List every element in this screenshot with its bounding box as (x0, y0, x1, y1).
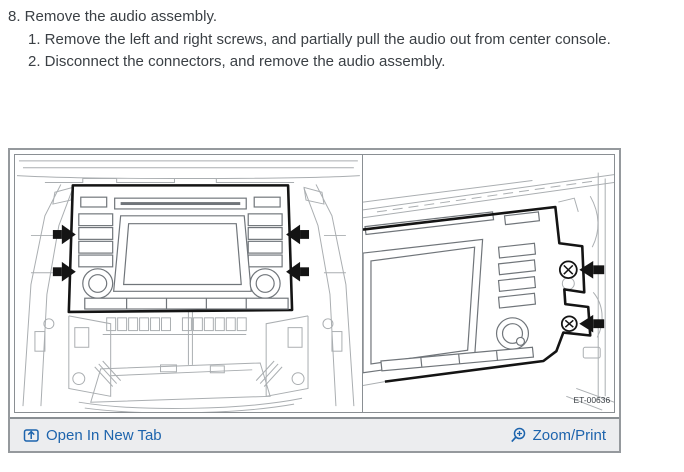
open-in-new-tab-icon (23, 429, 39, 442)
instructions-block: 8. Remove the audio assembly. 1. Remove … (8, 6, 611, 73)
audio-unit-front (67, 184, 294, 314)
zoom-print-link[interactable]: Zoom/Print (510, 427, 606, 444)
figure-widget: ET-00636 Open In New Tab Zoom/Print (8, 148, 621, 453)
diagram-side-view: ET-00636 (362, 172, 614, 411)
figure-id-label: ET-00636 (573, 395, 610, 405)
cd-slot (120, 202, 241, 206)
audio-unit-side (362, 211, 540, 374)
substep-2: 2. Disconnect the connectors, and remove… (28, 53, 446, 70)
substep-1: 1. Remove the left and right screws, and… (28, 31, 611, 48)
audio-assembly-diagram: ET-00636 (14, 154, 615, 413)
step-title: 8. Remove the audio assembly. (8, 8, 217, 25)
screws (558, 260, 578, 332)
magnifier-plus-icon (510, 427, 525, 442)
zoom-print-label: Zoom/Print (532, 426, 606, 444)
open-in-new-tab-link[interactable]: Open In New Tab (23, 427, 162, 444)
open-in-new-tab-label: Open In New Tab (46, 426, 162, 444)
figure-image-area[interactable]: ET-00636 (10, 150, 619, 417)
removal-arrows (52, 224, 310, 282)
figure-toolbar: Open In New Tab Zoom/Print (10, 417, 619, 451)
diagram-front-view (16, 160, 360, 412)
screw-arrows (579, 260, 605, 333)
